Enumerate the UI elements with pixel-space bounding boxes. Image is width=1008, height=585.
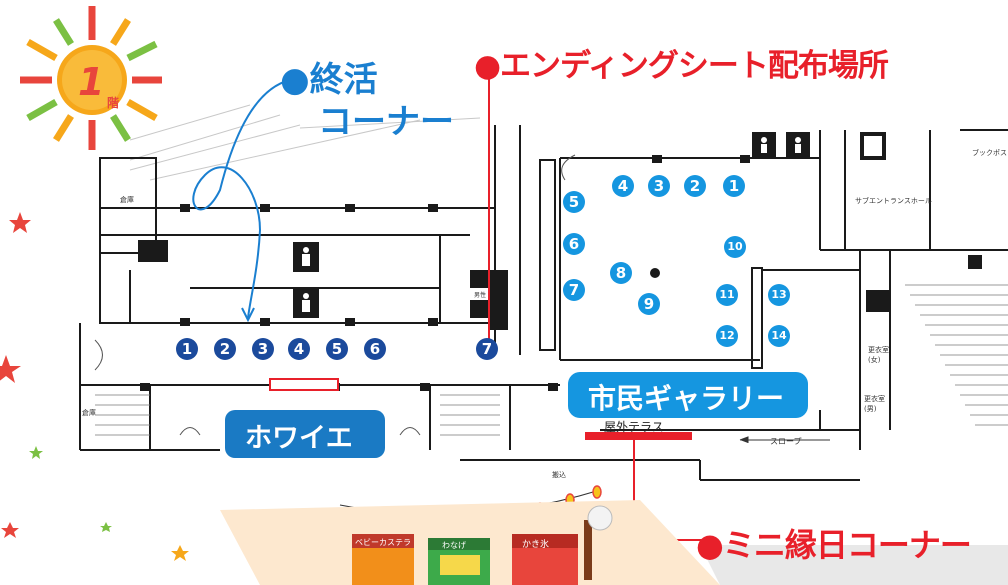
shukatsu-curly-arrow [192,79,291,319]
foyer-label: ホワイエ [245,423,353,454]
mini-ennichi-title: ●ミニ縁日コーナー [696,526,972,564]
slope-arrow [739,436,830,443]
stairs-right [905,284,1008,426]
floor-number: 1 [78,60,105,104]
gallery-spot-6: 6 [563,233,585,255]
stall-sign-1: ベビーカステラ [355,538,411,547]
gallery-spot-3: 3 [648,175,670,197]
gray-ground [700,545,1008,585]
mens-label: 男性 [474,292,487,299]
gallery-spot-2: 2 [684,175,706,197]
foyer-spot-5: 5 [326,338,348,360]
stall-sign-3: かき氷 [522,540,550,550]
slope-label: スロープ [770,437,802,446]
gallery-spot-7: 7 [563,279,585,301]
festival-stalls [352,505,613,585]
foyer-spot-3: 3 [252,338,274,360]
gallery-spot-12: 12 [716,325,738,347]
book-post-label: ブックポスト [972,149,1008,157]
decorative-stars [0,212,189,561]
gallery-spot-4: 4 [612,175,634,197]
floor-sunburst-icon [20,6,162,150]
storage-label-2: 倉庫 [82,409,96,417]
gallery-spot-5: 5 [563,191,585,213]
ending-sheet-title: ●エンディングシート配布場所 [474,48,889,84]
floor-suffix: 階 [107,96,120,110]
foyer-spot-2: 2 [214,338,236,360]
gallery-spot-9: 9 [638,293,660,315]
door-arcs [94,154,576,436]
changing-room-m-label: 更衣室 (男) [864,395,885,413]
gallery-label: 市民ギャラリー [588,382,785,415]
shukatsu-title-line2: コーナー [318,102,454,142]
loading-label: 搬込 [552,471,566,479]
sub-entrance-label: サブエントランスホール [855,197,932,205]
storage-label-1: 倉庫 [120,196,134,204]
gallery-spot-10: 10 [724,236,746,258]
terrace-label: 屋外テラス [604,420,664,434]
gallery-sign: 市民ギャラリー [568,372,808,418]
gallery-spot-11: 11 [716,284,738,306]
stall-sign-2: わなげ [442,541,466,550]
foyer-sheet-marker [269,378,339,391]
stairs-left [95,394,500,436]
gallery-spot-13: 13 [768,284,790,306]
gallery-spot-1: 1 [723,175,745,197]
terrace-marker [585,432,692,440]
shukatsu-title-line1: ●終活 [280,60,378,100]
roof-lines [129,104,481,181]
changing-room-w-label: 更衣室 (女) [868,346,889,364]
restroom-icons [138,132,890,318]
foyer-spot-4: 4 [288,338,310,360]
gallery-spot-14: 14 [768,325,790,347]
gallery-spot-8: 8 [610,262,632,284]
foyer-spot-1: 1 [176,338,198,360]
foyer-sign: ホワイエ [225,410,385,458]
foyer-spot-6: 6 [364,338,386,360]
foyer-spot-7: 7 [476,338,498,360]
